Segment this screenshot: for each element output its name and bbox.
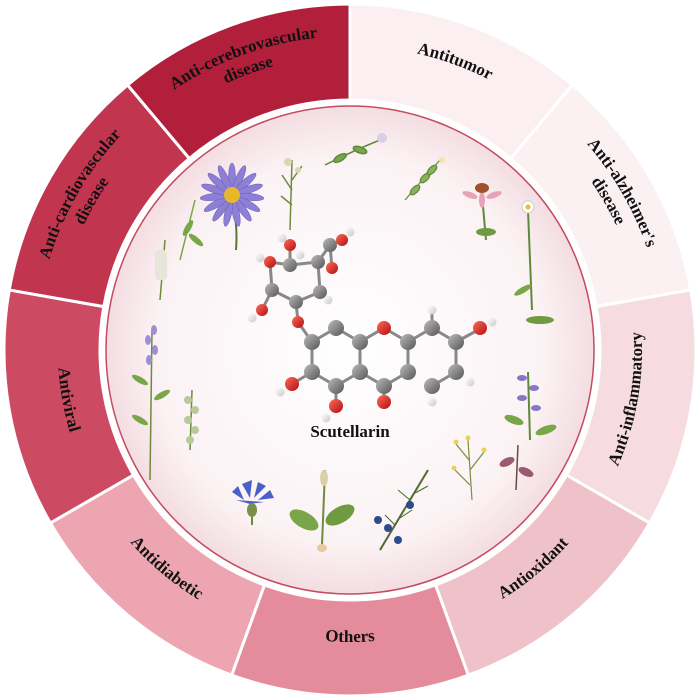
thyme-sprig-illustration — [184, 389, 199, 451]
daisy-plant-illustration — [514, 200, 554, 324]
white-flower-plant-illustration — [155, 199, 204, 301]
inner-circle-border — [100, 100, 600, 600]
herb-sprig-illustration — [280, 158, 303, 231]
inner-circle — [105, 105, 595, 595]
scutellarin-molecule-model — [247, 227, 497, 423]
red-leaf-plant-illustration — [499, 444, 534, 491]
skullcap-plant-illustration — [504, 371, 557, 441]
effect-label: Others — [325, 626, 376, 646]
yellow-herb-illustration — [451, 435, 487, 501]
juniper-branch-illustration — [374, 469, 429, 551]
fern-branch-illustration — [404, 157, 445, 201]
echinacea-flower-illustration — [462, 183, 502, 241]
lavender-plant-illustration — [132, 325, 170, 481]
leafy-branch-illustration — [324, 133, 387, 166]
plant-illustrations — [132, 133, 557, 552]
compound-name: Scutellarin — [310, 422, 390, 441]
cornflower-illustration — [232, 480, 274, 525]
aster-flower-illustration — [199, 162, 265, 251]
broadleaf-plant-illustration — [289, 469, 355, 552]
